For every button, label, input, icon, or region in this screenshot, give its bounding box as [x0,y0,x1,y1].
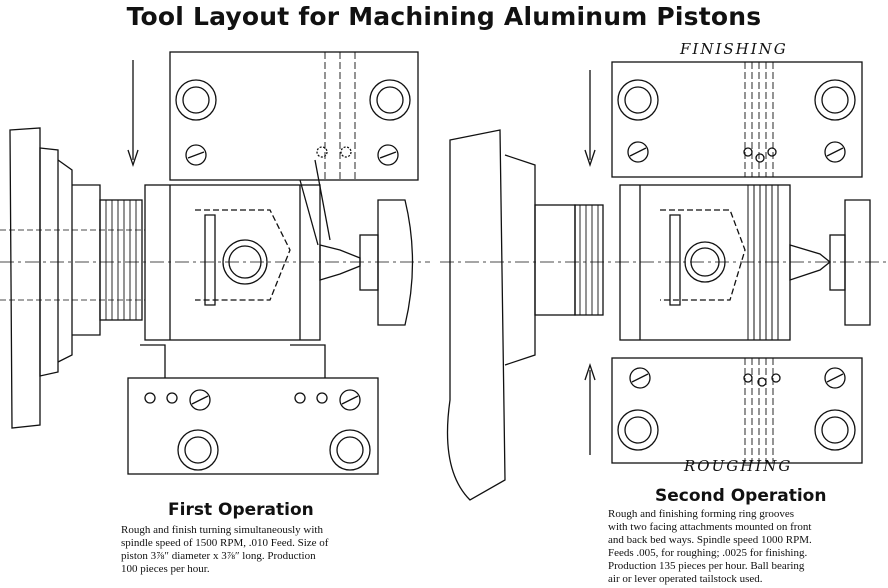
description-line: air or lever operated tailstock used. [608,573,763,585]
ring-grooves [747,185,779,340]
second-operation-heading: Second Operation [655,486,827,506]
piston-body-right [619,184,791,341]
second-operation-drawing [446,61,871,501]
description-line: piston 3⅞″ diameter x 3⅞″ long. Producti… [121,550,316,562]
description-line: with two facing attachments mounted on f… [608,521,812,533]
finishing-label: FINISHING [680,40,788,58]
description-line: and back bed ways. Spindle speed 1000 RP… [608,534,812,546]
chuck-faceplate-left [9,127,41,429]
piston-body-left [144,184,321,341]
description-line: spindle speed of 1500 RPM, .010 Feed. Si… [121,537,329,549]
second-operation-description: Rough and finishing forming ring grooves… [608,508,856,586]
roughing-tool-block [611,357,863,464]
tailstock-left [377,199,414,326]
description-line: 100 pieces per hour. [121,563,210,575]
description-line: Rough and finishing forming ring grooves [608,508,795,520]
description-line: Feeds .005, for roughing; .0025 for fini… [608,547,808,559]
wrist-pin-boss-right [684,241,726,283]
lower-tool-block-left [127,377,379,475]
upper-tool-block-left [169,51,419,181]
tailstock-right [844,199,871,326]
description-line: Production 135 pieces per hour. Ball bea… [608,560,805,572]
drawing-title: Tool Layout for Machining Aluminum Pisto… [126,2,762,31]
first-operation-heading: First Operation [168,500,314,520]
wrist-pin-boss-left [222,239,268,285]
chuck-faceplate-right [446,129,506,501]
roughing-label: ROUGHING [684,457,793,475]
finishing-tool-block [611,61,863,178]
first-operation-description: Rough and finish turning simultaneously … [121,524,357,576]
first-operation-drawing [0,51,419,475]
description-line: Rough and finish turning simultaneously … [121,524,323,536]
